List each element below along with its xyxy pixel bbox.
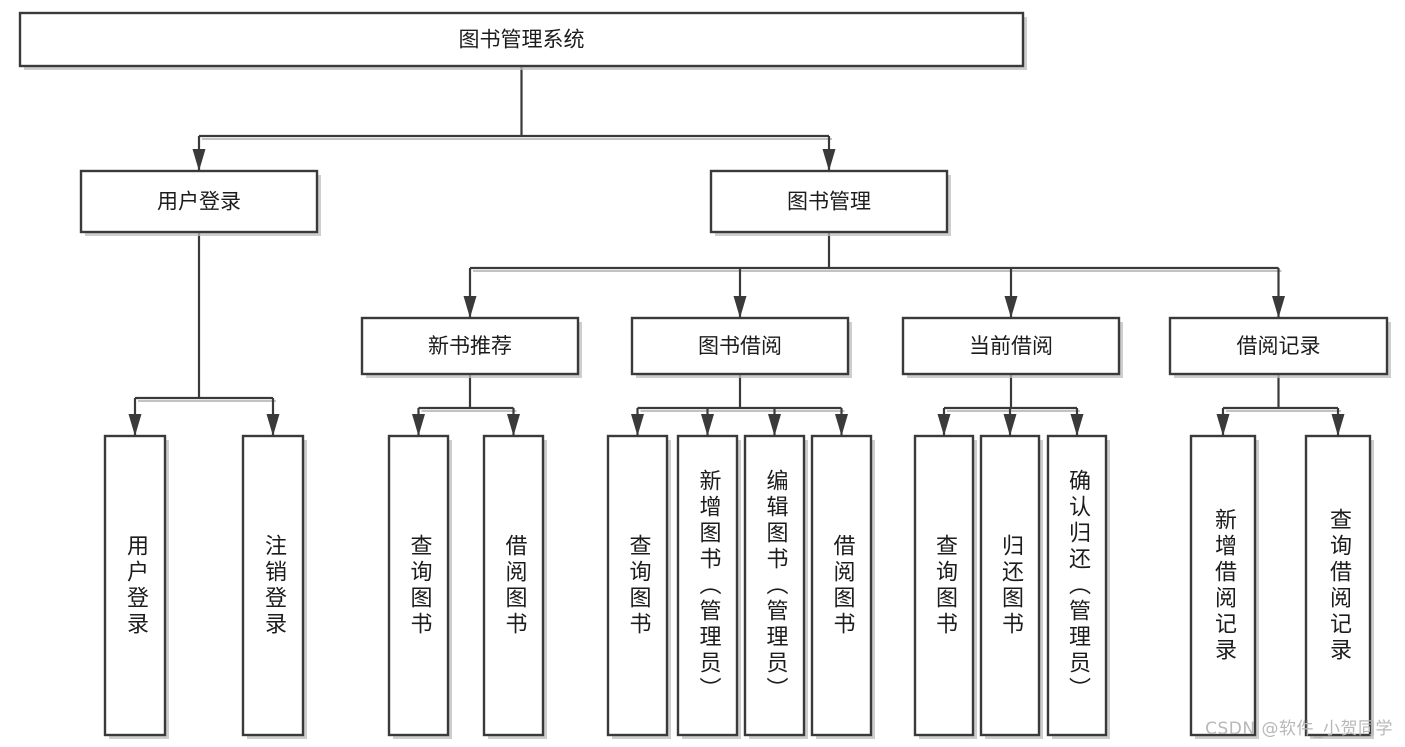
arrow-head-icon — [463, 296, 477, 318]
arrow-head-icon — [937, 414, 951, 436]
node-label: 图书管理系统 — [459, 28, 585, 52]
arrow-head-icon — [768, 414, 781, 436]
arrow-head-icon — [631, 414, 644, 436]
node-leaf-user-login[interactable] — [103, 434, 169, 739]
node-leaf-query-book-3[interactable] — [913, 434, 977, 739]
arrow-head-icon — [412, 414, 425, 436]
arrow-head-icon — [701, 414, 714, 436]
node-leaf-borrow-book-2[interactable] — [810, 434, 875, 739]
node-leaf-borrow-book-1[interactable] — [482, 434, 547, 739]
node-leaf-add-book[interactable] — [676, 434, 741, 739]
arrow-head-icon — [1272, 296, 1285, 318]
arrow-head-icon — [266, 414, 280, 436]
node-book-borrow[interactable]: 图书借阅 — [630, 316, 852, 378]
arrow-head-icon — [192, 149, 206, 171]
arrow-head-icon — [733, 296, 747, 318]
node-label: 图书借阅 — [698, 334, 782, 358]
arrow-head-icon — [1331, 414, 1345, 436]
arrow-head-icon — [128, 414, 142, 436]
node-book-management[interactable]: 图书管理 — [709, 169, 951, 236]
node-borrow-record[interactable]: 借阅记录 — [1168, 316, 1391, 378]
arrow-head-icon — [1216, 414, 1230, 436]
node-label: 借阅记录 — [1237, 334, 1321, 358]
node-label: 图书管理 — [787, 190, 871, 214]
node-label: 当前借阅 — [969, 334, 1053, 358]
arrow-head-icon — [1003, 414, 1017, 436]
node-leaf-query-record[interactable] — [1304, 434, 1374, 739]
edge-layer — [128, 66, 1345, 436]
node-label: 用户登录 — [157, 190, 241, 214]
node-leaf-add-record[interactable] — [1189, 434, 1259, 739]
arrow-head-icon — [822, 149, 836, 171]
node-label: 新书推荐 — [428, 334, 512, 358]
node-root-root[interactable]: 图书管理系统 — [18, 11, 1027, 70]
node-leaf-query-book-2[interactable] — [606, 434, 671, 739]
node-leaf-confirm-return[interactable] — [1046, 434, 1110, 739]
arrow-head-icon — [507, 414, 520, 436]
arrow-head-icon — [835, 414, 848, 436]
node-leaf-return-book[interactable] — [979, 434, 1043, 739]
node-leaf-edit-book[interactable] — [743, 434, 808, 739]
node-current-borrow[interactable]: 当前借阅 — [901, 316, 1123, 378]
arrow-head-icon — [1004, 296, 1018, 318]
node-leaf-logout[interactable] — [241, 434, 307, 739]
node-leaf-query-book-1[interactable] — [387, 434, 452, 739]
node-new-book-recommend[interactable]: 新书推荐 — [360, 316, 582, 378]
node-user-login[interactable]: 用户登录 — [79, 169, 321, 236]
arrow-head-icon — [1070, 414, 1084, 436]
